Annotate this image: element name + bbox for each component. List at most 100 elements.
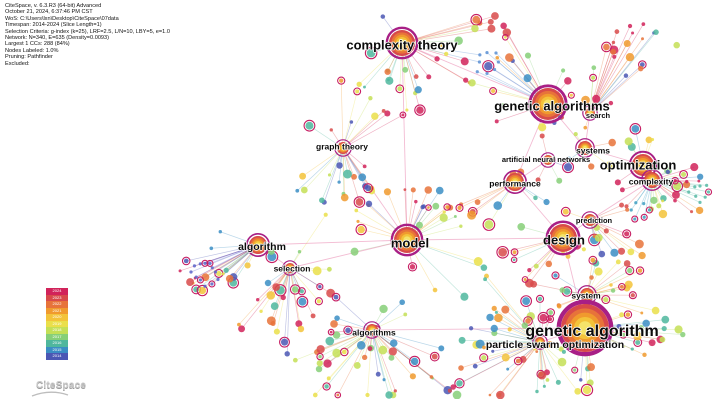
node [203,284,207,288]
edge [340,80,344,149]
node [619,202,625,208]
node [591,65,597,71]
node-ring [414,104,426,116]
node [468,326,474,331]
node [558,346,564,352]
edge [329,329,373,342]
node [460,57,469,66]
node [341,349,347,355]
edge [238,267,291,325]
node [661,199,664,203]
node [537,296,543,301]
node [674,325,683,334]
label-optimization: optimization [600,157,677,172]
node [535,350,539,354]
hub-edge [371,327,586,331]
node [264,279,272,287]
node [616,323,622,329]
node [638,251,646,260]
edge [316,329,373,353]
node [610,48,617,55]
edge [342,113,388,149]
edge [304,147,344,191]
node [356,81,362,87]
node [221,272,225,276]
node [326,288,336,298]
hub-node-13 [282,260,298,276]
node [522,297,531,305]
node-ring [625,265,635,276]
edge [289,267,330,270]
node [661,315,670,324]
node [312,392,318,398]
edge [241,267,291,330]
edge [500,341,541,396]
node [637,268,643,273]
node [582,385,592,395]
node-ring [399,111,407,119]
node [491,12,499,20]
node-ring [705,188,713,196]
node [610,288,616,293]
edge [651,176,701,181]
node [312,266,322,276]
node [385,76,394,85]
node [608,100,614,106]
hub-edge [342,147,408,241]
node-ring [645,206,653,214]
node [539,133,545,139]
node [594,267,603,276]
node [457,205,462,210]
node [467,210,477,220]
node [472,15,481,24]
node-ring [628,291,637,300]
node [389,339,398,347]
node [498,247,508,257]
edge [371,329,390,396]
node [537,371,547,380]
node [581,247,586,252]
node [642,201,646,206]
edge [486,275,541,343]
node [366,48,376,58]
node [548,317,553,322]
node [614,29,620,35]
node-ring [316,352,324,361]
node [493,201,503,210]
node [474,199,481,205]
edge [342,115,376,149]
node [329,128,333,132]
node [527,268,532,273]
node [365,200,373,208]
node [535,389,539,394]
node [491,305,497,311]
hub-edge [401,42,549,105]
node [530,280,538,288]
node [673,41,680,49]
node [561,68,566,73]
edge [589,64,643,114]
node [608,138,616,147]
node [273,328,280,335]
node [403,188,407,192]
node [324,384,329,389]
node [633,217,637,221]
edge [289,267,321,287]
node [343,169,352,179]
node [432,202,440,210]
node [445,205,449,209]
node [357,225,365,234]
edge [320,329,373,350]
node [653,29,659,35]
node [631,124,640,133]
node-ring [201,259,209,267]
node [545,378,550,382]
edge [371,314,406,331]
edge [327,329,373,364]
node-ring [671,180,684,193]
edge [589,31,657,114]
legend-swatch-2019: 2019 [46,320,68,327]
node [192,264,197,268]
node [345,327,351,334]
